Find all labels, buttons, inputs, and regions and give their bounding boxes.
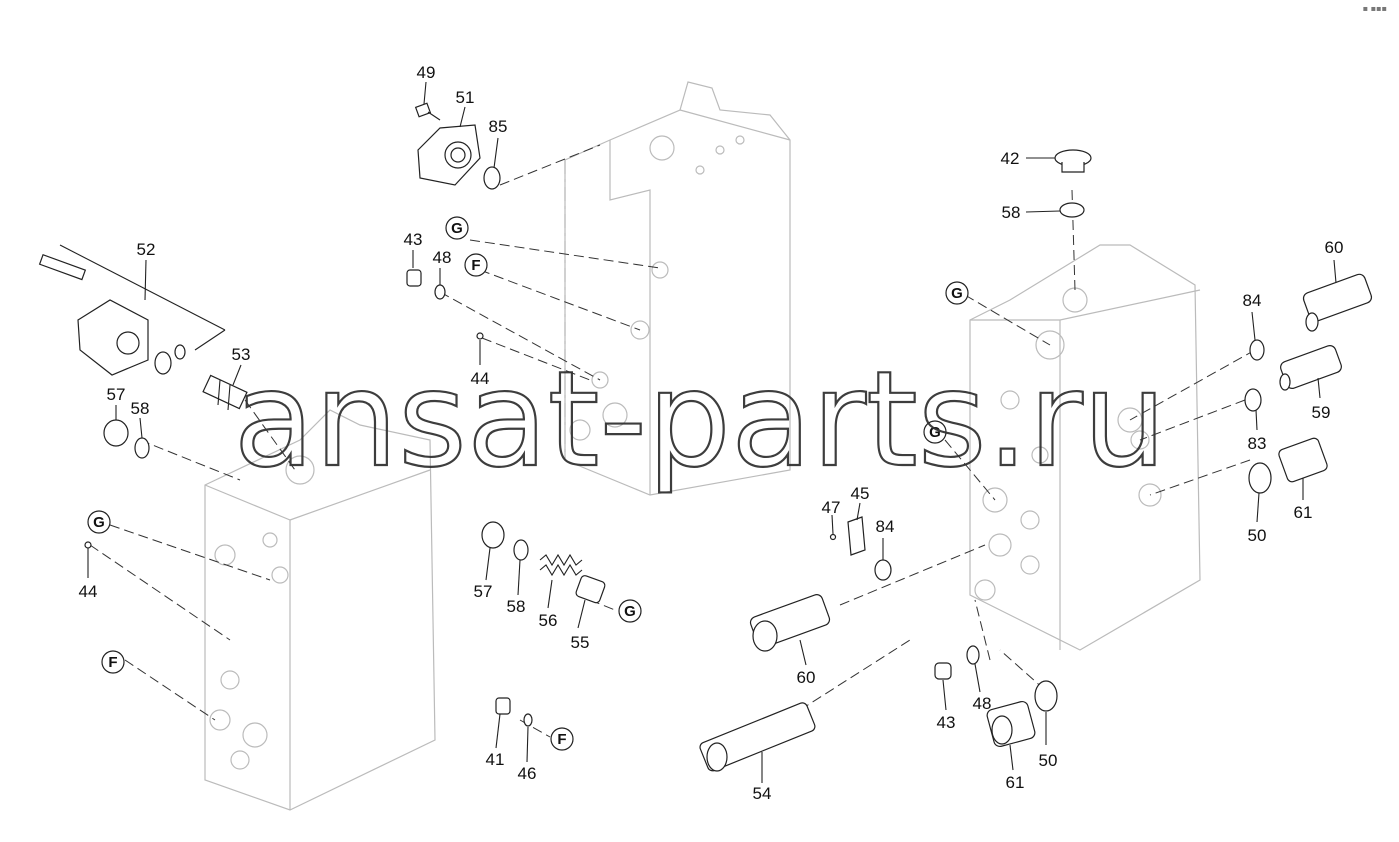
leader-lines xyxy=(87,81,1337,783)
svg-text:F: F xyxy=(108,654,117,671)
svg-text:G: G xyxy=(951,285,963,302)
callout-60: 60 xyxy=(1325,238,1344,257)
reference-markers: G F G F G F G G xyxy=(87,216,969,751)
part-47-pin xyxy=(829,533,837,541)
part-54-relief-valve xyxy=(699,702,816,772)
callout-52: 52 xyxy=(137,240,156,259)
valve-body-right xyxy=(969,244,1201,651)
ref-marker-f: F xyxy=(550,727,574,751)
ref-marker-f: F xyxy=(464,253,488,277)
part-50-ring-bottom xyxy=(1034,680,1058,712)
callout-42: 42 xyxy=(1001,149,1020,168)
svg-text:F: F xyxy=(471,257,480,274)
callout-84: 84 xyxy=(876,517,895,536)
part-44-pin-center xyxy=(476,332,484,340)
part-49-bolt xyxy=(414,102,441,121)
part-83-ring xyxy=(1244,388,1262,412)
ref-marker-g: G xyxy=(923,420,947,444)
svg-text:F: F xyxy=(557,731,566,748)
part-58-ring-left xyxy=(134,437,150,459)
part-41-plug xyxy=(495,697,511,715)
part-48-ring-right xyxy=(966,645,980,665)
ref-marker-g: G xyxy=(618,599,642,623)
svg-text:G: G xyxy=(93,514,105,531)
ref-marker-g: G xyxy=(945,281,969,305)
callout-51: 51 xyxy=(456,88,475,107)
part-43-plug-center xyxy=(406,269,422,287)
svg-text:G: G xyxy=(451,220,463,237)
part-44-pin-left xyxy=(84,541,92,549)
part-61-valve-top xyxy=(1278,437,1328,483)
ref-marker-g: G xyxy=(445,216,469,240)
callout-58: 58 xyxy=(131,399,150,418)
part-58-ring-right xyxy=(1059,202,1085,218)
callout-41: 41 xyxy=(486,750,505,769)
part-59-cartridge xyxy=(1279,345,1342,391)
part-46-ring xyxy=(523,713,533,727)
part-45-plate xyxy=(847,516,866,556)
part-60-cartridge-top xyxy=(1302,273,1373,332)
part-53-fitting xyxy=(202,374,248,411)
callout-53: 53 xyxy=(232,345,251,364)
callout-labels: 49 51 85 43 48 44 52 53 57 58 44 57 58 5… xyxy=(79,63,1344,803)
callout-58: 58 xyxy=(1002,203,1021,222)
corner-mark: ▪ ▪▪▪ xyxy=(1362,4,1387,13)
callout-46: 46 xyxy=(518,764,537,783)
callout-43: 43 xyxy=(937,713,956,732)
callout-83: 83 xyxy=(1248,434,1267,453)
ref-marker-g: G xyxy=(87,510,111,534)
part-58-ring-middle xyxy=(513,539,529,561)
part-84-ring-bottom xyxy=(874,559,892,581)
part-48-ring-center xyxy=(434,284,446,300)
svg-text:G: G xyxy=(624,603,636,620)
part-56-spring xyxy=(539,553,583,577)
callout-50: 50 xyxy=(1248,526,1267,545)
valve-body-center xyxy=(564,81,791,496)
callout-61: 61 xyxy=(1006,773,1025,792)
callout-44: 44 xyxy=(471,369,490,388)
part-50-ring-top xyxy=(1248,462,1272,494)
callout-45: 45 xyxy=(851,484,870,503)
callout-60: 60 xyxy=(797,668,816,687)
callout-57: 57 xyxy=(474,582,493,601)
callout-55: 55 xyxy=(571,633,590,652)
callout-59: 59 xyxy=(1312,403,1331,422)
callout-43: 43 xyxy=(404,230,423,249)
callout-58: 58 xyxy=(507,597,526,616)
assembly-lines xyxy=(89,144,1256,738)
watermark-text: ansat-parts.ru xyxy=(234,343,1167,497)
part-57-plug-middle xyxy=(481,521,505,549)
part-52-block xyxy=(38,244,226,376)
callout-85: 85 xyxy=(489,117,508,136)
callout-54: 54 xyxy=(753,784,772,803)
callout-84: 84 xyxy=(1243,291,1262,310)
part-43-plug-right xyxy=(934,662,952,680)
part-42-cap xyxy=(1054,149,1092,173)
callout-61: 61 xyxy=(1294,503,1313,522)
part-85-oring xyxy=(483,166,501,190)
callout-49: 49 xyxy=(417,63,436,82)
callout-57: 57 xyxy=(107,385,126,404)
ref-marker-f: F xyxy=(101,650,125,674)
callout-48: 48 xyxy=(433,248,452,267)
callout-44: 44 xyxy=(79,582,98,601)
part-84-ring-top xyxy=(1249,339,1265,361)
svg-text:G: G xyxy=(929,424,941,441)
callout-56: 56 xyxy=(539,611,558,630)
valve-body-left xyxy=(204,409,436,811)
callout-47: 47 xyxy=(822,498,841,517)
part-57-plug-left xyxy=(103,419,129,447)
part-55-spool xyxy=(575,575,606,604)
part-60-cartridge-bottom xyxy=(749,594,831,652)
part-51-flange xyxy=(417,124,481,186)
part-61-valve-bottom xyxy=(986,700,1036,748)
callout-50: 50 xyxy=(1039,751,1058,770)
callout-48: 48 xyxy=(973,694,992,713)
